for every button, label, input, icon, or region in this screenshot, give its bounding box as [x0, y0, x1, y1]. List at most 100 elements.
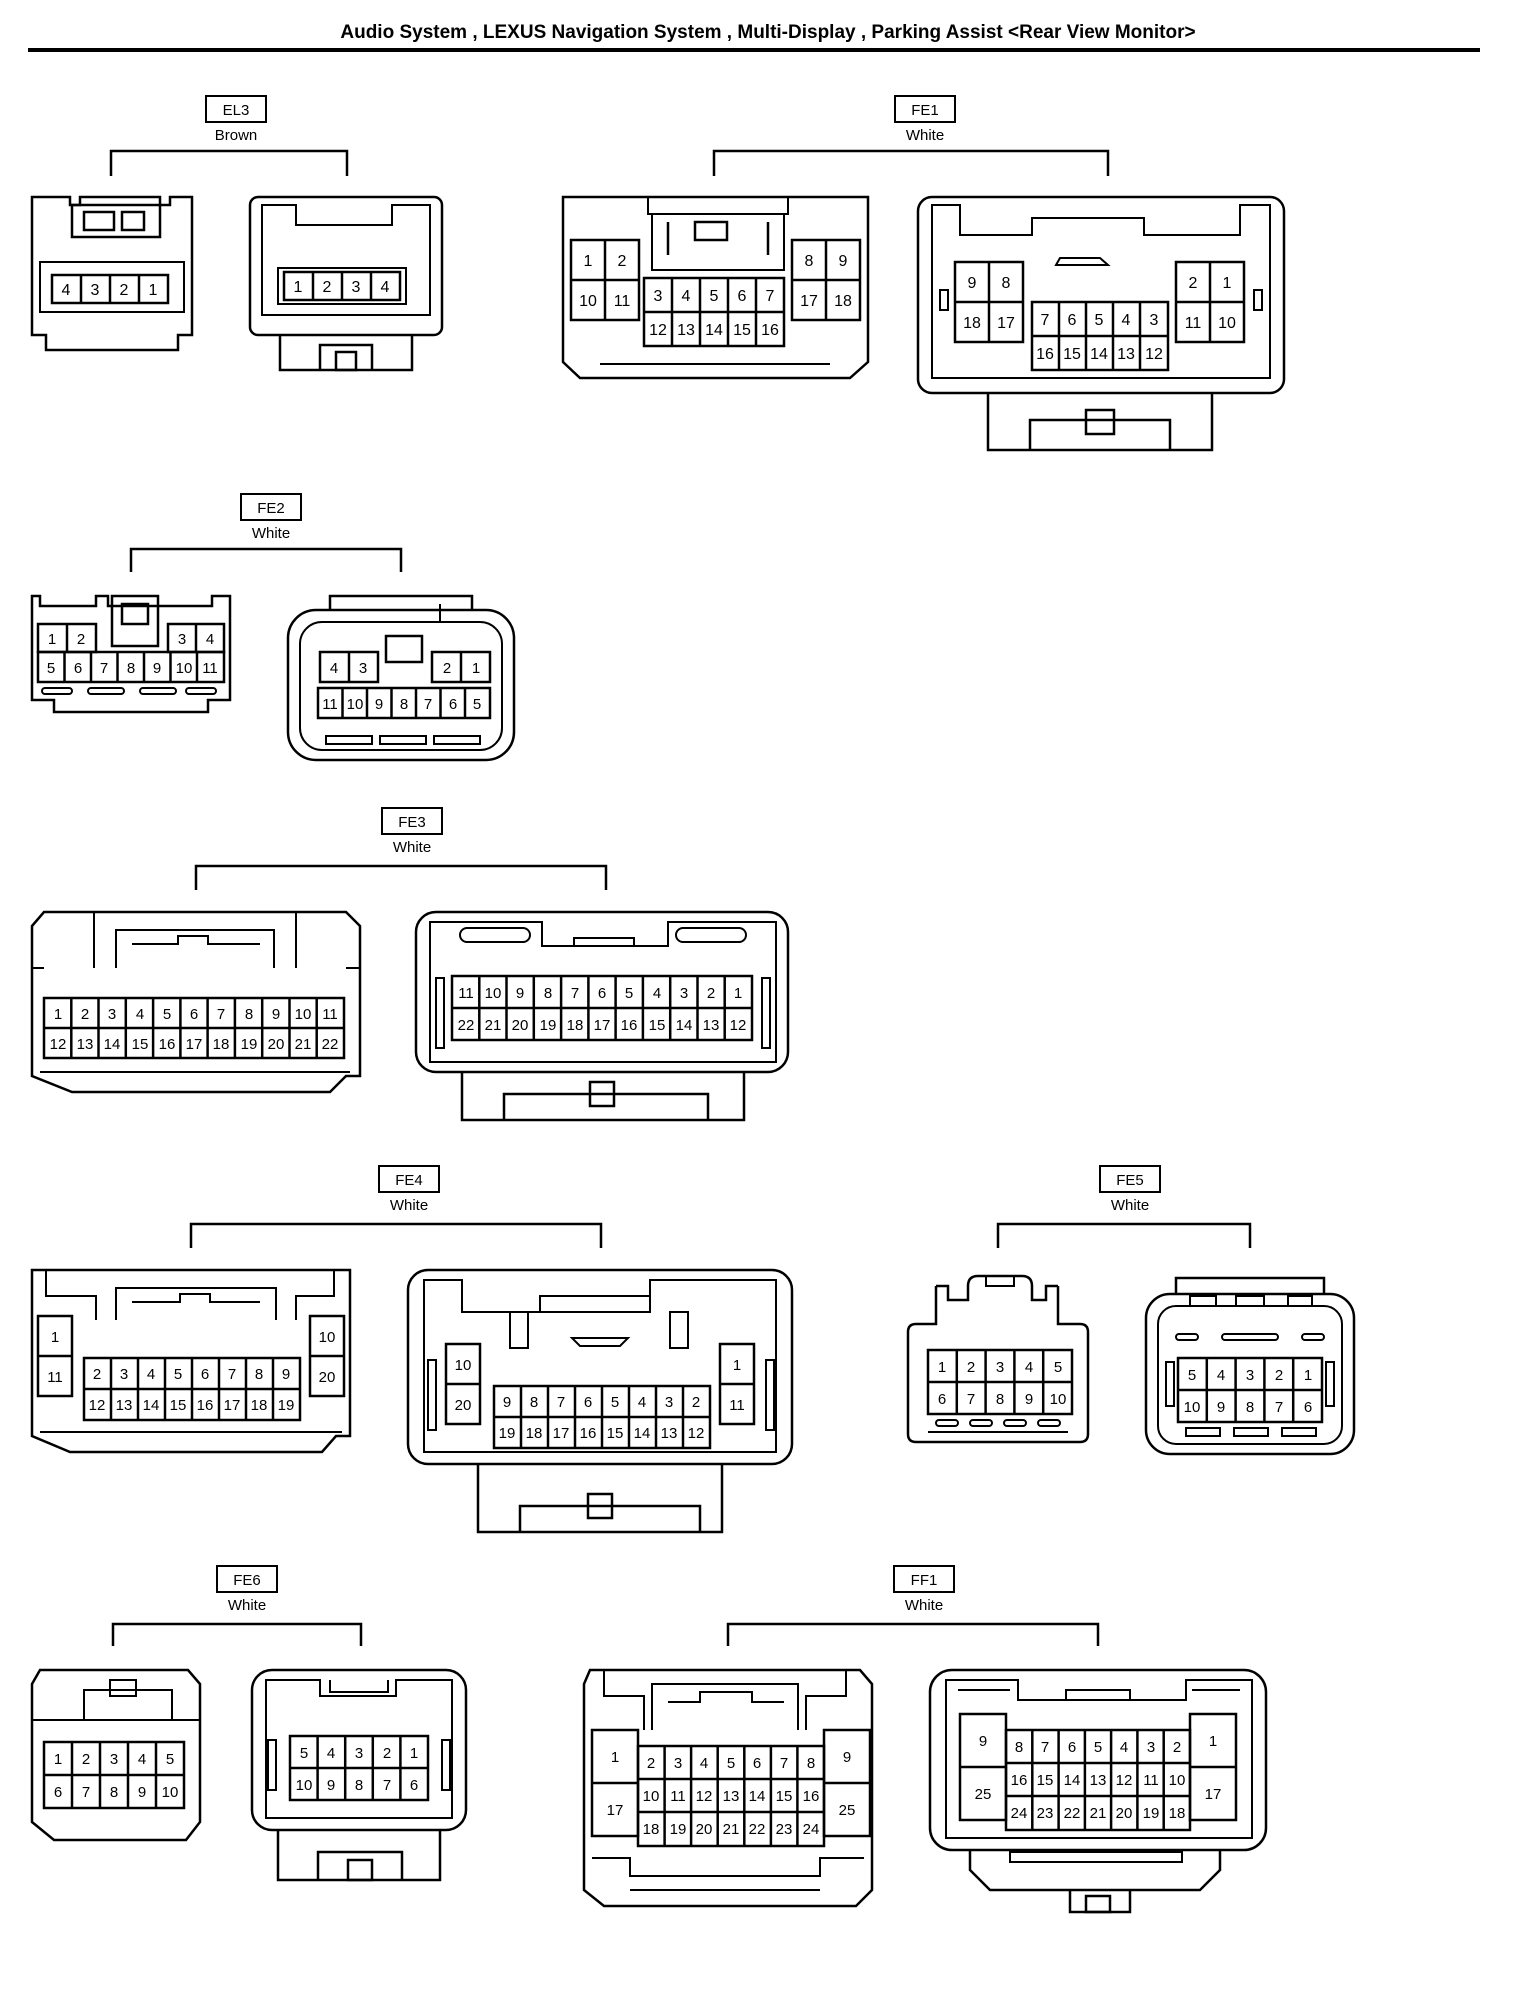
svg-text:12: 12	[89, 1397, 106, 1414]
svg-text:17: 17	[224, 1397, 241, 1414]
svg-text:11: 11	[202, 660, 218, 677]
svg-text:8: 8	[110, 1784, 118, 1801]
svg-text:11: 11	[1185, 315, 1202, 332]
svg-text:7: 7	[571, 985, 579, 1002]
svg-text:4: 4	[682, 288, 691, 305]
svg-text:18: 18	[251, 1397, 268, 1414]
svg-text:8: 8	[805, 253, 814, 270]
svg-text:23: 23	[1037, 1805, 1054, 1822]
svg-text:17: 17	[594, 1017, 611, 1034]
connector-bracket	[194, 864, 608, 890]
svg-text:18: 18	[213, 1036, 230, 1053]
svg-text:6: 6	[74, 660, 82, 677]
svg-text:11: 11	[670, 1788, 686, 1805]
svg-text:18: 18	[567, 1017, 584, 1034]
svg-text:12: 12	[696, 1788, 713, 1805]
svg-text:1: 1	[410, 1745, 418, 1762]
svg-text:16: 16	[580, 1425, 597, 1442]
svg-text:6: 6	[1304, 1399, 1312, 1416]
svg-text:1: 1	[733, 1357, 741, 1374]
svg-text:14: 14	[1064, 1772, 1081, 1789]
svg-text:2: 2	[77, 631, 85, 648]
svg-text:10: 10	[1169, 1772, 1186, 1789]
svg-text:12: 12	[730, 1017, 747, 1034]
svg-text:16: 16	[803, 1788, 820, 1805]
svg-text:10: 10	[455, 1357, 472, 1374]
svg-text:9: 9	[282, 1366, 290, 1383]
svg-text:2: 2	[82, 1751, 90, 1768]
svg-text:3: 3	[1147, 1739, 1155, 1756]
svg-text:10: 10	[1050, 1391, 1067, 1408]
svg-text:20: 20	[1116, 1805, 1133, 1822]
svg-text:10: 10	[295, 1006, 312, 1023]
svg-text:3: 3	[1246, 1367, 1254, 1384]
connector-color: White	[906, 127, 944, 144]
svg-text:2: 2	[1275, 1367, 1283, 1384]
svg-text:5: 5	[1094, 1739, 1102, 1756]
svg-text:14: 14	[676, 1017, 693, 1034]
svg-text:15: 15	[132, 1036, 149, 1053]
svg-text:17: 17	[1205, 1786, 1222, 1803]
svg-text:8: 8	[1015, 1739, 1023, 1756]
connector-code-box	[893, 1565, 955, 1593]
svg-text:1: 1	[1209, 1733, 1217, 1750]
svg-text:8: 8	[355, 1777, 363, 1794]
svg-text:19: 19	[540, 1017, 557, 1034]
svg-text:18: 18	[834, 293, 852, 310]
svg-text:12: 12	[649, 322, 667, 339]
connector-code: FE4	[395, 1172, 423, 1189]
svg-text:9: 9	[503, 1394, 511, 1411]
svg-text:9: 9	[272, 1006, 280, 1023]
connector-code: FE1	[911, 102, 939, 119]
svg-text:10: 10	[643, 1788, 660, 1805]
svg-text:3: 3	[108, 1006, 116, 1023]
svg-text:19: 19	[278, 1397, 295, 1414]
svg-text:10: 10	[162, 1784, 179, 1801]
svg-text:3: 3	[674, 1755, 682, 1772]
svg-text:9: 9	[516, 985, 524, 1002]
svg-text:8: 8	[1002, 275, 1011, 292]
svg-text:5: 5	[473, 696, 481, 713]
connector-bracket	[712, 149, 1110, 176]
connector-bracket	[111, 1622, 363, 1646]
svg-text:6: 6	[449, 696, 457, 713]
svg-text:16: 16	[1011, 1772, 1028, 1789]
svg-text:16: 16	[761, 322, 779, 339]
svg-text:1: 1	[938, 1359, 946, 1376]
svg-text:8: 8	[127, 660, 135, 677]
svg-text:1: 1	[1304, 1367, 1312, 1384]
svg-text:17: 17	[186, 1036, 203, 1053]
svg-text:22: 22	[749, 1821, 766, 1838]
svg-text:11: 11	[458, 985, 474, 1002]
svg-text:1: 1	[54, 1006, 62, 1023]
svg-text:4: 4	[206, 631, 214, 648]
svg-text:6: 6	[598, 985, 606, 1002]
svg-text:19: 19	[241, 1036, 258, 1053]
svg-text:24: 24	[803, 1821, 820, 1838]
svg-text:6: 6	[1068, 1739, 1076, 1756]
svg-text:5: 5	[166, 1751, 174, 1768]
svg-text:8: 8	[530, 1394, 538, 1411]
svg-text:5: 5	[625, 985, 633, 1002]
svg-text:13: 13	[77, 1036, 94, 1053]
svg-text:13: 13	[1117, 346, 1135, 363]
svg-text:5: 5	[300, 1745, 308, 1762]
svg-text:14: 14	[634, 1425, 651, 1442]
svg-text:6: 6	[190, 1006, 198, 1023]
svg-text:4: 4	[653, 985, 661, 1002]
connector-code-box	[205, 95, 267, 123]
svg-text:1: 1	[472, 660, 480, 677]
svg-text:15: 15	[1063, 346, 1081, 363]
connector-color: White	[905, 1597, 943, 1614]
svg-text:4: 4	[147, 1366, 155, 1383]
